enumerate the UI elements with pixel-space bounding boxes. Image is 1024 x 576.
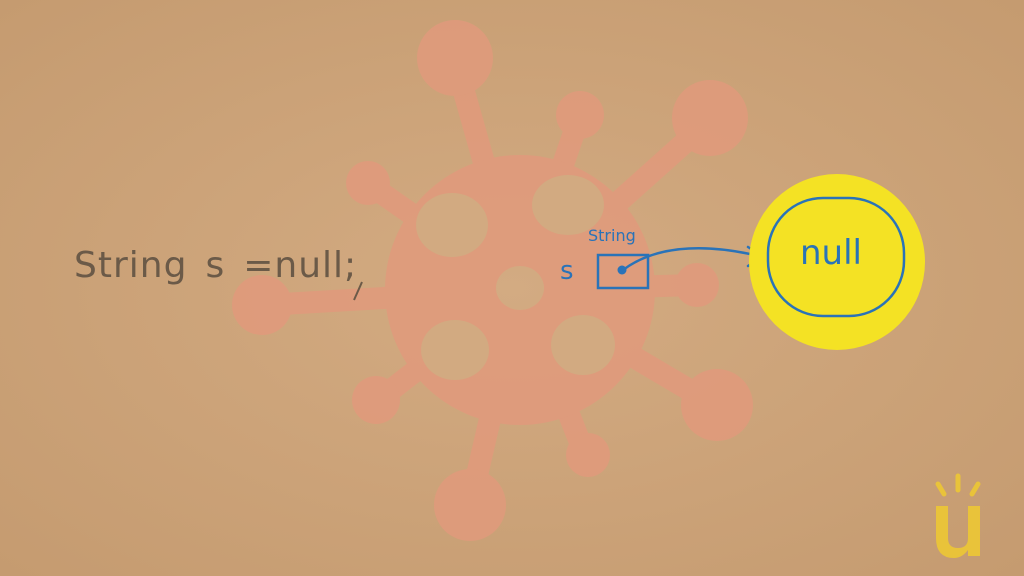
virus-icon	[232, 20, 753, 541]
code-variable: s	[205, 245, 226, 286]
code-type-keyword: String	[74, 245, 188, 286]
u-logo-icon	[935, 473, 981, 558]
type-label: String	[588, 226, 636, 245]
code-operator: =	[243, 245, 275, 286]
code-null-highlighted: null	[264, 240, 352, 294]
code-value: null	[274, 245, 345, 286]
variable-label: s	[560, 256, 574, 286]
reference-box	[596, 253, 650, 290]
code-terminator: ;	[344, 245, 358, 286]
reference-arrow	[621, 247, 765, 272]
null-object-outline	[766, 196, 906, 318]
pencil-mark	[353, 281, 363, 301]
null-object-label: null	[800, 233, 862, 273]
